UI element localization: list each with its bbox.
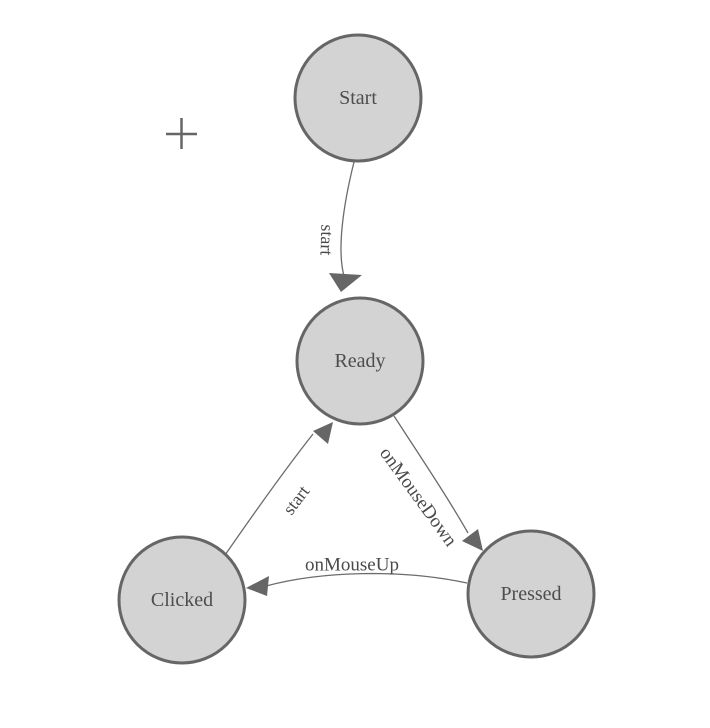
node-start-label: Start	[339, 87, 377, 109]
arrowhead-icon	[462, 529, 483, 551]
edge-ready-to-pressed[interactable]: onMouseDown	[375, 415, 483, 551]
node-ready-label: Ready	[334, 350, 385, 372]
edge-pressed-to-clicked-line[interactable]	[265, 572, 468, 587]
edge-start-to-ready[interactable]: start	[316, 161, 362, 292]
arrowhead-icon	[313, 422, 333, 444]
crosshair-icon	[166, 118, 197, 149]
arrowhead-icon	[329, 273, 362, 292]
node-pressed-label: Pressed	[500, 583, 561, 605]
node-clicked[interactable]: Clicked	[117, 535, 247, 665]
node-pressed[interactable]: Pressed	[466, 529, 596, 659]
edge-ready-to-pressed-line[interactable]	[393, 415, 469, 534]
edge-pressed-to-clicked[interactable]: onMouseUp	[246, 555, 468, 597]
edge-label-onmousedown: onMouseDown	[375, 443, 461, 551]
node-ready-circle[interactable]	[295, 296, 425, 426]
edge-label-onmouseup: onMouseUp	[305, 555, 399, 576]
node-start[interactable]: Start	[293, 33, 423, 163]
edge-label-start-1: start	[316, 224, 337, 256]
node-ready[interactable]: Ready	[295, 296, 425, 426]
edge-label-start-2: start	[279, 482, 314, 519]
edge-clicked-to-ready[interactable]: start	[222, 422, 333, 559]
edge-clicked-to-ready-line[interactable]	[222, 433, 314, 559]
arrowhead-icon	[246, 576, 269, 596]
node-start-circle[interactable]	[293, 33, 423, 163]
edge-start-to-ready-line[interactable]	[340, 161, 355, 277]
node-clicked-label: Clicked	[151, 589, 213, 611]
node-clicked-circle[interactable]	[117, 535, 247, 665]
node-pressed-circle[interactable]	[466, 529, 596, 659]
